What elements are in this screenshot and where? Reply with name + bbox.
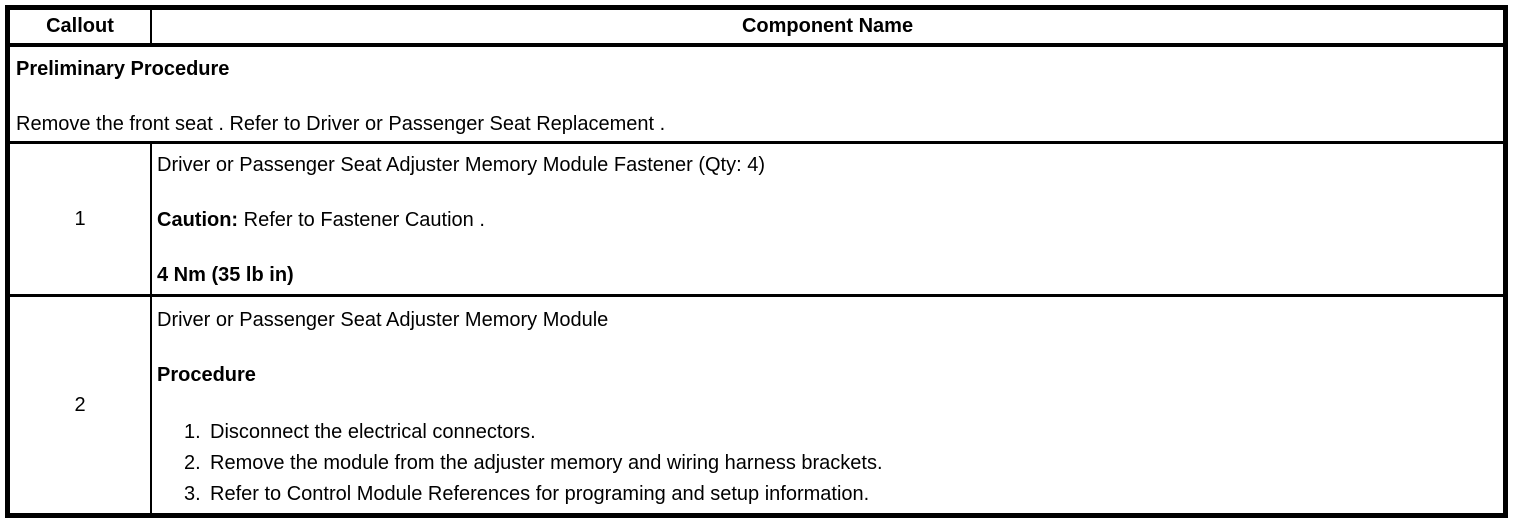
procedure-step: 2. Remove the module from the adjuster m… <box>157 448 1493 479</box>
procedure-step: 1. Disconnect the electrical connectors. <box>157 417 1493 448</box>
preliminary-procedure-text: Remove the front seat . Refer to Driver … <box>16 113 666 135</box>
step-text: Remove the module from the adjuster memo… <box>210 452 883 474</box>
component-cell-2: Driver or Passenger Seat Adjuster Memory… <box>152 297 1503 513</box>
callout-column-header: Callout <box>10 10 152 43</box>
step-number: 3. <box>184 483 201 505</box>
component-description: Driver or Passenger Seat Adjuster Memory… <box>157 309 609 331</box>
preliminary-procedure-row: Preliminary Procedure Remove the front s… <box>10 47 1503 144</box>
procedure-step-list: 1. Disconnect the electrical connectors.… <box>157 417 1493 510</box>
preliminary-procedure-title: Preliminary Procedure <box>16 58 230 80</box>
component-description: Driver or Passenger Seat Adjuster Memory… <box>157 154 766 176</box>
table-row: 2 Driver or Passenger Seat Adjuster Memo… <box>10 297 1503 513</box>
table-row: 1 Driver or Passenger Seat Adjuster Memo… <box>10 144 1503 297</box>
caution-note: Caution: Refer to Fastener Caution . <box>157 207 1493 234</box>
callout-number-2: 2 <box>10 297 152 513</box>
component-cell-1: Driver or Passenger Seat Adjuster Memory… <box>152 144 1503 294</box>
component-name-column-header: Component Name <box>741 15 914 37</box>
torque-spec: 4 Nm (35 lb in) <box>157 264 294 286</box>
step-number: 1. <box>184 421 201 443</box>
procedure-heading: Procedure <box>157 364 256 386</box>
step-number: 2. <box>184 452 201 474</box>
table-header-row: Callout Component Name <box>10 10 1503 47</box>
component-callout-table: Callout Component Name Preliminary Proce… <box>5 5 1508 518</box>
caution-label: Caution: <box>157 209 239 231</box>
procedure-step: 3. Refer to Control Module References fo… <box>157 479 1493 510</box>
step-text: Disconnect the electrical connectors. <box>210 421 536 443</box>
caution-text: Refer to Fastener Caution . <box>243 209 485 231</box>
step-text: Refer to Control Module References for p… <box>210 483 870 505</box>
callout-number-1: 1 <box>10 144 152 294</box>
